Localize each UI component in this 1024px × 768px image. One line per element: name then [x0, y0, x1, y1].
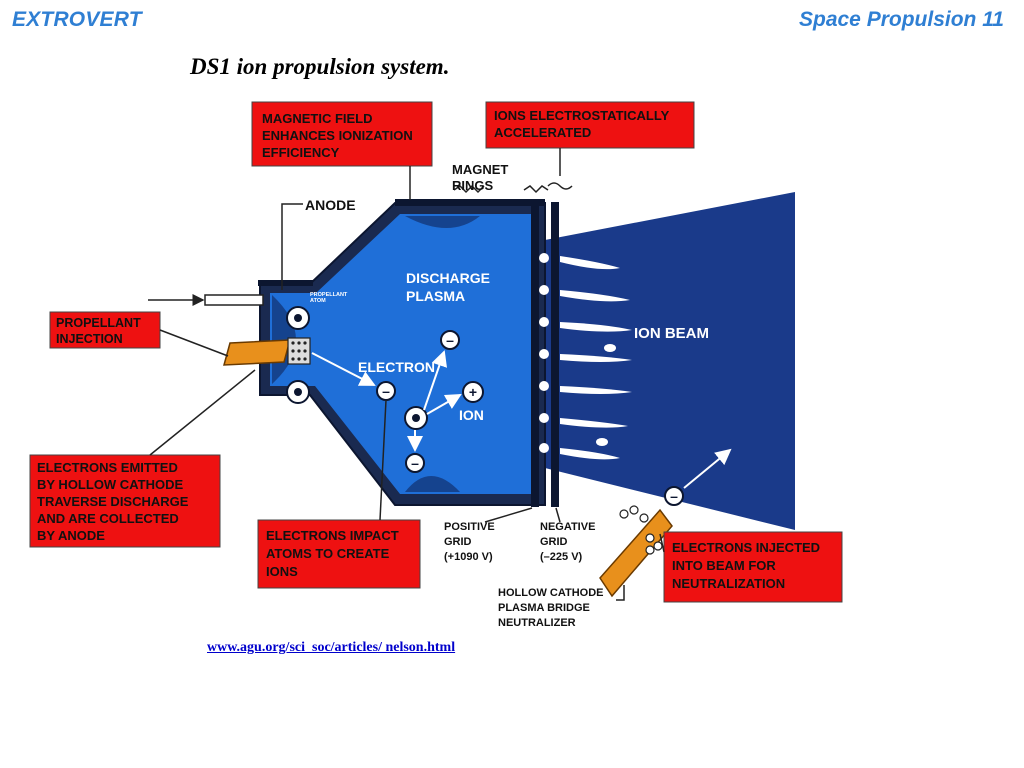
svg-text:PROPELLANT: PROPELLANT — [56, 316, 141, 330]
header-right: Space Propulsion 11 — [798, 8, 1004, 31]
source-link[interactable]: www.agu.org/sci_soc/articles/ nelson.htm… — [207, 640, 456, 655]
svg-text:+: + — [469, 384, 477, 400]
svg-text:BY HOLLOW CATHODE: BY HOLLOW CATHODE — [37, 477, 183, 492]
label-positive-grid-2: GRID — [444, 536, 472, 548]
label-magnet-rings-2: RINGS — [452, 178, 494, 193]
slide-title: DS1 ion propulsion system. — [190, 54, 450, 79]
label-neutralizer-2: PLASMA BRIDGE — [498, 602, 590, 614]
label-positive-grid-1: POSITIVE — [444, 521, 495, 533]
hollow-cathode — [223, 339, 291, 366]
label-anode: ANODE — [305, 197, 356, 213]
svg-text:AND ARE COLLECTED: AND ARE COLLECTED — [37, 511, 179, 526]
label-discharge-plasma-2: PLASMA — [406, 288, 465, 304]
positive-grid — [531, 202, 539, 507]
grid-apertures — [539, 253, 549, 453]
svg-text:ACCELERATED: ACCELERATED — [494, 125, 591, 140]
ion-beamlets — [560, 256, 632, 460]
svg-text:INTO BEAM FOR: INTO BEAM FOR — [672, 558, 776, 573]
label-discharge-plasma-1: DISCHARGE — [406, 270, 490, 286]
ion-particle: + — [462, 381, 484, 403]
svg-text:IONS ELECTROSTATICALLY: IONS ELECTROSTATICALLY — [494, 108, 670, 123]
svg-text:BY ANODE: BY ANODE — [37, 528, 105, 543]
negative-grid — [551, 202, 559, 507]
svg-text:IONS: IONS — [266, 564, 298, 579]
svg-text:TRAVERSE DISCHARGE: TRAVERSE DISCHARGE — [37, 494, 189, 509]
svg-text:EFFICIENCY: EFFICIENCY — [262, 145, 340, 160]
header-left: EXTROVERT — [12, 8, 142, 31]
injected-electron: – — [664, 486, 684, 506]
label-electron: ELECTRON — [358, 359, 435, 375]
svg-text:ELECTRONS INJECTED: ELECTRONS INJECTED — [672, 540, 820, 555]
svg-text:INJECTION: INJECTION — [56, 332, 123, 346]
callout-ions-accelerated: IONS ELECTROSTATICALLY ACCELERATED — [485, 101, 695, 149]
electron-particle-1: – — [376, 381, 396, 401]
neutral-atom — [404, 406, 428, 430]
label-negative-grid-2: GRID — [540, 536, 568, 548]
label-neutralizer-3: NEUTRALIZER — [498, 617, 576, 629]
callout-magnetic-field: MAGNETIC FIELD ENHANCES IONIZATION EFFIC… — [251, 101, 433, 167]
electron-particle-3: – — [405, 453, 425, 473]
label-ion-beam: ION BEAM — [634, 325, 709, 342]
callout-electrons-injected: ELECTRONS INJECTED INTO BEAM FOR NEUTRAL… — [663, 531, 843, 603]
label-positive-grid-3: (+1090 V) — [444, 551, 493, 563]
svg-text:NEUTRALIZATION: NEUTRALIZATION — [672, 576, 785, 591]
ion-beam — [545, 192, 795, 530]
magnet-ring-top — [395, 199, 545, 206]
svg-text:–: – — [446, 332, 454, 348]
label-magnet-rings-1: MAGNET — [452, 162, 508, 177]
svg-text:ELECTRONS EMITTED: ELECTRONS EMITTED — [37, 460, 178, 475]
label-propellant-atom-2: ATOM — [310, 298, 326, 304]
label-ion: ION — [459, 407, 484, 423]
discharge-plasma — [270, 214, 532, 494]
svg-text:ENHANCES IONIZATION: ENHANCES IONIZATION — [262, 128, 413, 143]
callout-propellant-injection: PROPELLANT INJECTION — [49, 311, 161, 349]
svg-text:–: – — [382, 383, 390, 399]
callout-electrons-emitted: ELECTRONS EMITTED BY HOLLOW CATHODE TRAV… — [29, 454, 221, 548]
label-negative-grid-1: NEGATIVE — [540, 521, 595, 533]
electron-particle-2: – — [440, 330, 460, 350]
propellant-feed-tube — [204, 294, 264, 306]
callout-electrons-impact: ELECTRONS IMPACT ATOMS TO CREATE IONS — [257, 519, 421, 589]
svg-text:ATOMS TO CREATE: ATOMS TO CREATE — [266, 546, 390, 561]
svg-text:–: – — [411, 455, 419, 471]
svg-text:ELECTRONS IMPACT: ELECTRONS IMPACT — [266, 528, 399, 543]
svg-text:–: – — [670, 488, 678, 504]
svg-text:MAGNETIC FIELD: MAGNETIC FIELD — [262, 111, 373, 126]
label-neutralizer-1: HOLLOW CATHODE — [498, 587, 604, 599]
label-negative-grid-3: (–225 V) — [540, 551, 583, 563]
ion-propulsion-diagram: – – – + – MAGNETIC FIELD ENHANCES IONIZA… — [29, 101, 843, 629]
neutralizer-cathode — [599, 508, 673, 598]
label-propellant-atom-1: PROPELLANT — [310, 292, 348, 298]
